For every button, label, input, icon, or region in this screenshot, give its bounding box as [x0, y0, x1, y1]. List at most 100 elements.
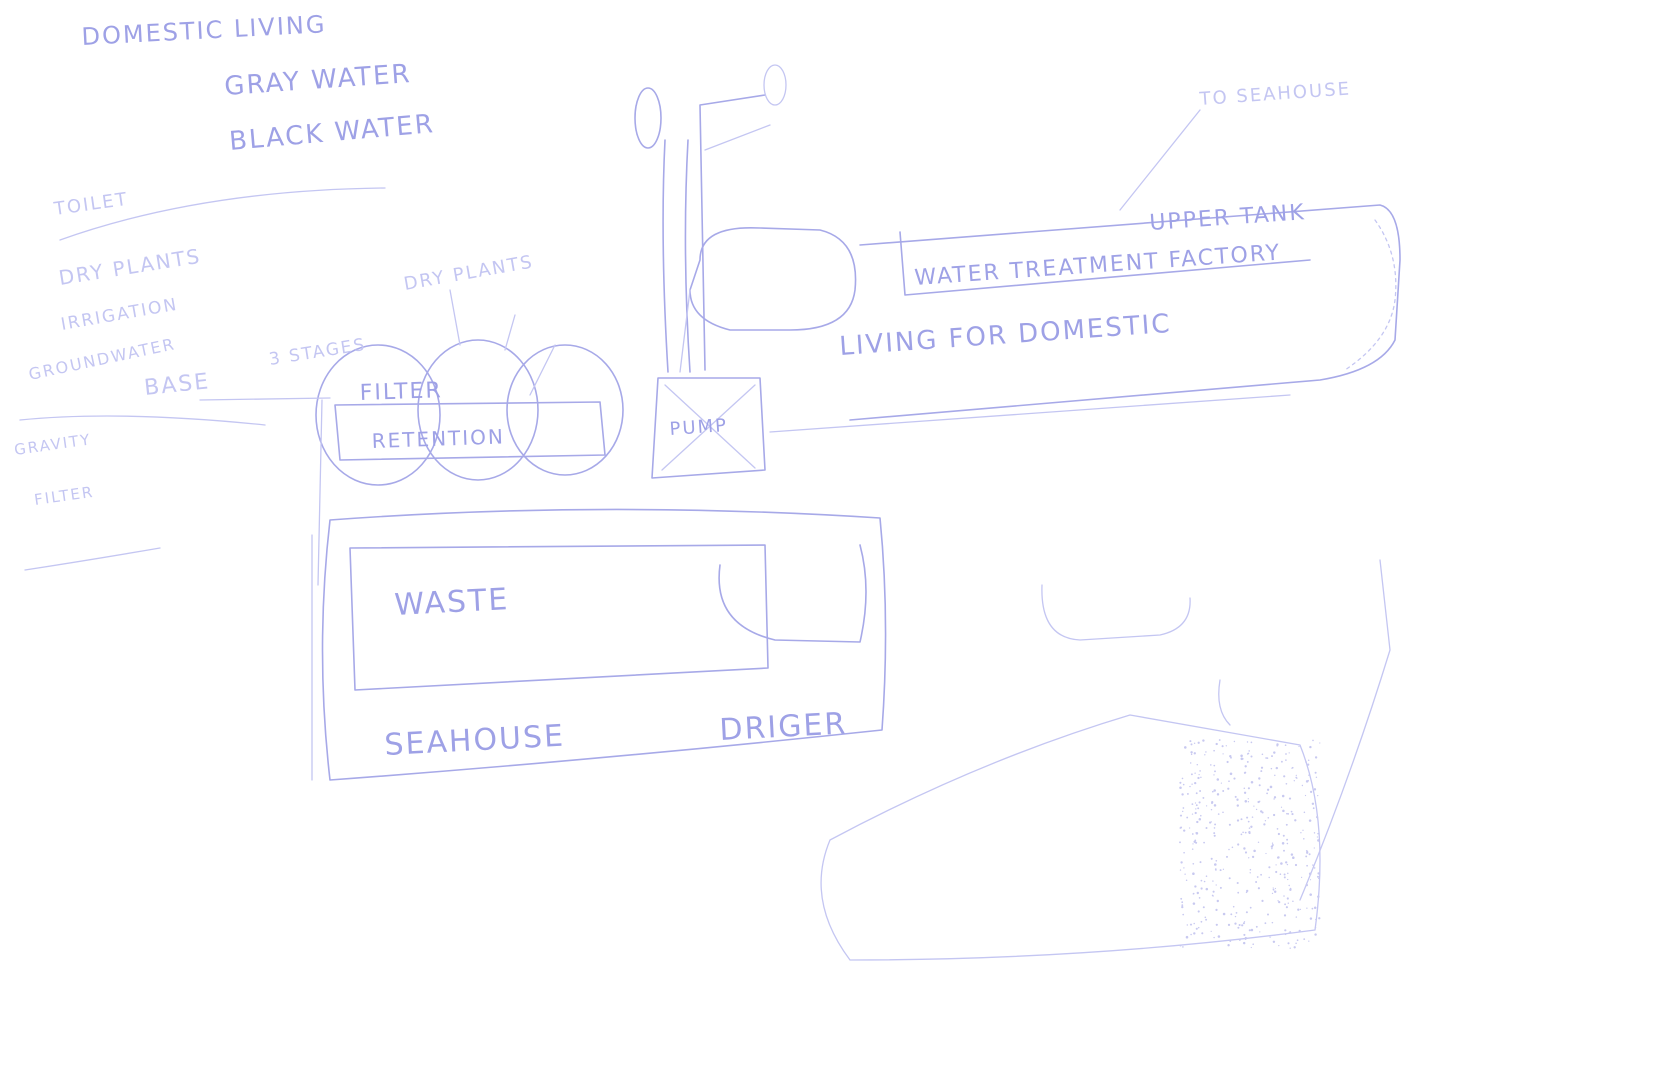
stipple-dot [1230, 913, 1233, 916]
stipple-dot [1276, 828, 1279, 830]
stipple-dot [1317, 839, 1320, 842]
stipple-dot [1197, 776, 1200, 780]
stipple-dot [1222, 912, 1226, 916]
stipple-dot [1236, 881, 1239, 885]
stipple-dot [1294, 819, 1297, 822]
stipple-dot [1311, 907, 1314, 910]
stipple-dot [1283, 849, 1285, 852]
three-stages-label: 3 STAGES [268, 335, 368, 370]
stipple-dot [1280, 760, 1283, 763]
stipple-dot [1251, 816, 1254, 818]
note-list-item: TOILET [52, 189, 130, 220]
stipple-dot [1271, 921, 1274, 924]
stipple-dot [1195, 808, 1197, 810]
stipple-dot [1240, 757, 1244, 761]
stipple-dot [1190, 933, 1192, 936]
stipple-dot [1215, 884, 1217, 886]
stipple-dot [1192, 843, 1194, 845]
stipple-dot [1317, 794, 1319, 797]
stipple-dot [1200, 920, 1203, 923]
filter-tank: FILTER RETENTION DRY PLANTS 3 STAGES [199, 251, 624, 486]
stipple-dot [1312, 739, 1314, 742]
stipple-dot [1280, 862, 1283, 865]
stipple-dot [1298, 745, 1300, 748]
stipple-dot [1269, 785, 1273, 789]
stipple-dot [1179, 781, 1182, 784]
stipple-dot [1317, 832, 1319, 835]
stipple-dot [1199, 770, 1201, 772]
stipple-dot [1316, 816, 1319, 819]
stipple-dot [1190, 751, 1193, 754]
stipple-dot [1291, 813, 1294, 816]
stipple-dot [1215, 742, 1218, 746]
stipple-dot [1264, 820, 1267, 822]
stipple-dot [1288, 932, 1290, 934]
stipple-dot [1191, 813, 1194, 815]
stipple-dot [1276, 744, 1279, 747]
stipple-dot [1186, 792, 1189, 795]
stipple-dot [1191, 803, 1194, 805]
stipple-dot [1270, 767, 1273, 770]
stipple-dot [1284, 744, 1287, 747]
stipple-dot [1287, 942, 1290, 945]
stipple-dot [1274, 934, 1276, 936]
stipple-dot [1287, 813, 1290, 815]
stipple-dot [1308, 774, 1310, 776]
stipple-dot [1306, 907, 1308, 909]
stipple-dot [1194, 811, 1197, 815]
note-list-item: IRRIGATION [59, 295, 179, 335]
stipple-dot [1233, 740, 1236, 743]
stipple-dot [1285, 753, 1287, 755]
filter-tank-label: FILTER [359, 378, 443, 406]
stipple-dot [1309, 879, 1312, 881]
stipple-dot [1216, 899, 1220, 903]
stipple-dot [1199, 861, 1202, 864]
stipple-dot [1228, 848, 1230, 851]
stipple-dot [1305, 883, 1309, 887]
stipple-dot [1270, 845, 1274, 848]
stipple-dot [1283, 914, 1287, 917]
stipple-dot [1307, 779, 1309, 782]
stipple-dot [1286, 897, 1289, 900]
stipple-dot [1255, 808, 1258, 811]
stipple-dot [1247, 820, 1250, 823]
stipple-dot [1271, 755, 1273, 758]
stipple-dot [1219, 869, 1222, 872]
stipple-dot [1191, 783, 1193, 785]
stipple-dot [1190, 773, 1193, 776]
stipple-dot [1268, 876, 1270, 879]
stipple-dot [1282, 809, 1285, 813]
bowl-sketch [1041, 584, 1191, 641]
stipple-dot [1250, 755, 1253, 758]
stipple-dot [1213, 804, 1217, 807]
stipple-dot [1299, 908, 1302, 911]
stipple-dot [1248, 832, 1251, 835]
stipple-dot [1287, 872, 1289, 875]
stipple-dot [1266, 757, 1269, 759]
upper-tank-label: UPPER TANK [1149, 200, 1307, 236]
stipple-dot [1245, 911, 1248, 914]
stipple-dot [1211, 790, 1214, 793]
stipple-dot [1200, 879, 1203, 882]
stipple-dot [1226, 855, 1228, 858]
stipple-dot [1202, 739, 1205, 742]
note-list-item: DRY PLANTS [57, 244, 203, 290]
stipple-dot [1205, 805, 1208, 807]
stipple-dot [1179, 786, 1182, 789]
stipple-dot [1290, 810, 1293, 813]
stipple-dot [1215, 908, 1218, 912]
stipple-dot [1230, 756, 1232, 759]
stipple-dot [1181, 904, 1184, 906]
stipple-dot [1309, 893, 1312, 896]
stipple-dot [1314, 926, 1317, 929]
stipple-dot [1240, 833, 1243, 836]
stipple-dot [1213, 749, 1215, 752]
stipple-dot [1277, 856, 1280, 859]
stipple-dot [1250, 825, 1253, 828]
stipple-dot [1285, 861, 1288, 864]
stipple-dot [1197, 926, 1200, 929]
stipple-dot [1237, 891, 1240, 894]
stipple-dot [1313, 906, 1317, 909]
stipple-dot [1252, 943, 1254, 945]
stipple-dot [1179, 841, 1181, 844]
